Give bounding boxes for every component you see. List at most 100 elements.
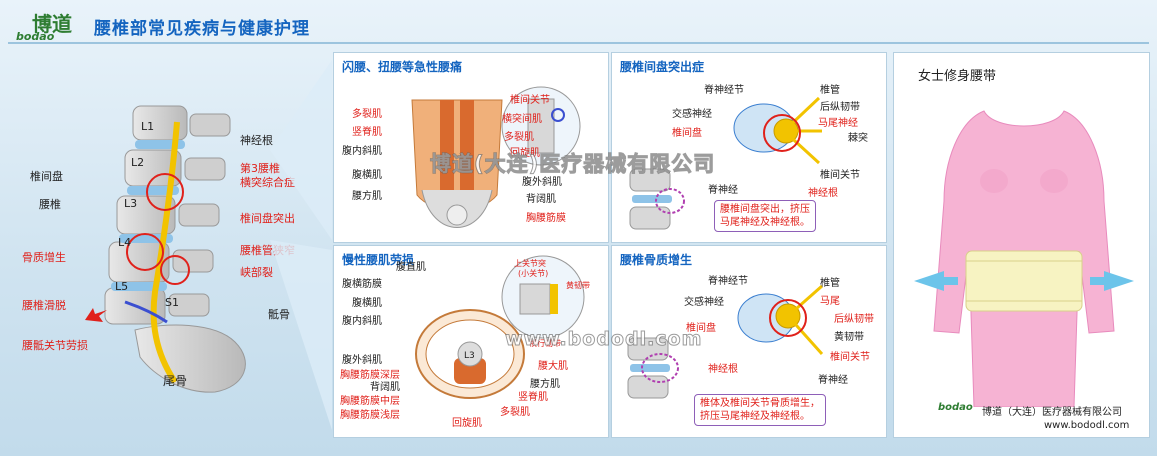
- osteophyte-note-line-2: 挤压马尾神经及神经根。: [700, 411, 810, 422]
- watermark-company: 博道(大连)医疗器械有限公司: [429, 152, 716, 177]
- label-osteophyte: 骨质增生: [22, 251, 66, 264]
- chronic-label-transversalis: 腹横筋膜: [342, 279, 382, 290]
- acute-label-internal-oblique: 腹内斜肌: [342, 146, 382, 157]
- hern-label-canal: 椎管: [820, 85, 840, 96]
- herniation-illustration: [733, 96, 822, 165]
- chronic-label-erector: 竖脊肌: [518, 392, 548, 403]
- osteo-label-pll: 后纵韧带: [834, 314, 874, 325]
- label-disc: 椎间盘: [30, 170, 63, 183]
- acute-label-quadratus: 腰方肌: [352, 191, 382, 202]
- panel-disc-herniation: 腰椎间盘突出症 脊神经节 交感神经 椎管 后纵韧带 棘突 椎间关节 脊神经 椎间…: [611, 52, 887, 243]
- osteo-label-flavum: 黄韧带: [834, 332, 864, 343]
- label-isthmus: 峡部裂: [240, 266, 273, 279]
- highlight-circles: [126, 173, 190, 285]
- sacrum-bone: [134, 324, 246, 393]
- acute-label-multifidus-inset: 多裂肌: [504, 132, 534, 143]
- hern-label-pll: 后纵韧带: [820, 102, 860, 113]
- osteo-label-spinal-nerve: 脊神经: [818, 375, 848, 386]
- chronic-label-multifidus: 多裂肌: [500, 407, 530, 418]
- left-compress-arrow-icon: [914, 271, 958, 291]
- facet-joint-inset: [501, 86, 581, 166]
- hern-label-nerve-root: 神经根: [808, 188, 838, 199]
- vertebra-l4: L4: [118, 236, 132, 249]
- vertebra-l1: L1: [141, 120, 155, 133]
- waist-belt-product-photo: [914, 110, 1134, 407]
- acute-label-external-oblique: 腹外斜肌: [522, 177, 562, 188]
- panel-osteophyte: 腰椎骨质增生 脊神经节 交感神经 椎管 黄韧带 脊神经 马尾 后纵韧带 椎间盘 …: [611, 245, 887, 438]
- acute-label-thoracolumbar: 胸腰筋膜: [526, 213, 566, 224]
- back-muscle-illustration: [411, 99, 503, 228]
- vertebra-s1: S1: [165, 296, 179, 309]
- panel-product: 女士修身腰带 bodao 博道（大连）医疗器械有限公司 www.bododl.c…: [893, 52, 1150, 438]
- panel-chronic-title: 慢性腰肌劳损: [342, 253, 415, 267]
- cross-section-illustration: L3: [415, 309, 525, 399]
- panel-osteophyte-title: 腰椎骨质增生: [620, 253, 693, 267]
- chronic-label-quadratus: 腰方肌: [530, 379, 560, 390]
- hern-label-sympathetic: 交感神经: [672, 109, 712, 120]
- osteo-label-nerve-root: 神经根: [708, 364, 738, 375]
- label-lumbar: 腰椎: [39, 198, 61, 211]
- product-brand-en: bodao: [938, 402, 973, 413]
- page-title: 腰椎部常见疾病与健康护理: [94, 19, 310, 39]
- herniation-note-line-2: 马尾神经及神经根。: [720, 217, 810, 228]
- hern-label-spinal-nerve: 脊神经: [708, 185, 738, 196]
- vertebra-l5: L5: [115, 280, 129, 293]
- acute-label-facet: 椎间关节: [510, 95, 550, 106]
- osteo-label-facet: 椎间关节: [830, 352, 870, 363]
- ligament-inset: [501, 255, 585, 339]
- osteo-label-sympathetic: 交感神经: [684, 297, 724, 308]
- slip-arrow-icon: [85, 308, 107, 322]
- osteo-label-disc: 椎间盘: [686, 323, 716, 334]
- header-divider: [8, 42, 1149, 44]
- chronic-label-rotatores: 回旋肌: [452, 418, 482, 429]
- label-nerve-root: 神经根: [240, 134, 273, 147]
- chronic-label-tlf-deep: 胸腰筋膜深层: [340, 370, 400, 381]
- panel-herniation-title: 腰椎间盘突出症: [620, 60, 705, 74]
- herniation-note: 腰椎间盘突出，挤压 马尾神经及神经根。: [714, 200, 816, 232]
- acute-label-erector: 竖脊肌: [352, 127, 382, 138]
- chronic-label-tlf-middle: 胸腰筋膜中层: [340, 396, 400, 407]
- chronic-inset-small-joint: (小关节): [518, 269, 549, 278]
- chronic-inset-ligamentum: 黄韧带: [566, 281, 590, 290]
- osteo-label-canal: 椎管: [820, 278, 840, 289]
- product-title: 女士修身腰带: [918, 69, 997, 84]
- osteo-label-cauda: 马尾: [820, 296, 840, 307]
- logo-english: bodao: [16, 30, 55, 43]
- vertebra-bodies: [104, 105, 188, 325]
- label-spondylolisthesis: 腰椎滑脱: [22, 299, 66, 312]
- chronic-label-latissimus: 背阔肌: [370, 382, 400, 393]
- panel-chronic-strain: 慢性腰肌劳损 L3 上关节突 (小关节) 黄韧带 横行韧带 腹直肌 腹横筋膜 腹…: [333, 245, 609, 438]
- connector-beams: [270, 60, 332, 430]
- panel-acute-title: 闪腰、扭腰等急性腰痛: [342, 60, 463, 74]
- osteophyte-note: 椎体及椎间关节骨质增生， 挤压马尾神经及神经根。: [694, 394, 826, 426]
- chronic-inset-transverse: 横行韧带: [529, 339, 561, 348]
- hern-label-ganglion: 脊神经节: [704, 85, 744, 96]
- right-compress-arrow-icon: [1090, 271, 1134, 291]
- nerve-roots: [150, 121, 180, 384]
- chronic-label-transversus: 腹横肌: [352, 298, 382, 309]
- acute-label-latissimus: 背阔肌: [526, 194, 556, 205]
- panel-acute-back-pain: 闪腰、扭腰等急性腰痛 多裂肌 竖脊肌 腹内斜肌 腹横肌 腰方肌 椎间关节 横突间…: [333, 52, 609, 243]
- label-l3-syndrome-2: 横突综合症: [240, 176, 295, 189]
- brand-logo: 博道 bodao: [14, 8, 74, 44]
- lumbar-spine-illustration: [95, 105, 246, 393]
- herniation-note-line-1: 腰椎间盘突出，挤压: [720, 204, 810, 215]
- chronic-inset-superior-facet: 上关节突: [514, 259, 546, 268]
- osteophyte-spine-inset: [627, 337, 679, 399]
- hern-label-facet: 椎间关节: [820, 170, 860, 181]
- label-coccyx: 尾骨: [163, 374, 188, 388]
- herniation-spine-inset: [629, 168, 685, 230]
- hern-label-disc: 椎间盘: [672, 128, 702, 139]
- osteophyte-illustration: [737, 284, 824, 356]
- osteophyte-note-line-1: 椎体及椎间关节骨质增生，: [700, 398, 820, 409]
- label-facet-injury: 腰骶关节劳损: [22, 339, 88, 352]
- chronic-label-rectus: 腹直肌: [396, 262, 426, 273]
- logo-chinese: 博道: [32, 12, 72, 36]
- cross-section-vertebra-tag: L3: [464, 351, 475, 361]
- vertebra-l2: L2: [131, 156, 145, 169]
- chronic-label-tlf-superficial: 胸腰筋膜浅层: [340, 410, 400, 421]
- chronic-label-psoas: 腰大肌: [538, 361, 568, 372]
- hern-label-cauda: 马尾神经: [818, 118, 858, 129]
- product-brand-zh: 博道（大连）医疗器械有限公司: [982, 407, 1122, 418]
- label-l3-syndrome-1: 第3腰椎: [240, 162, 280, 175]
